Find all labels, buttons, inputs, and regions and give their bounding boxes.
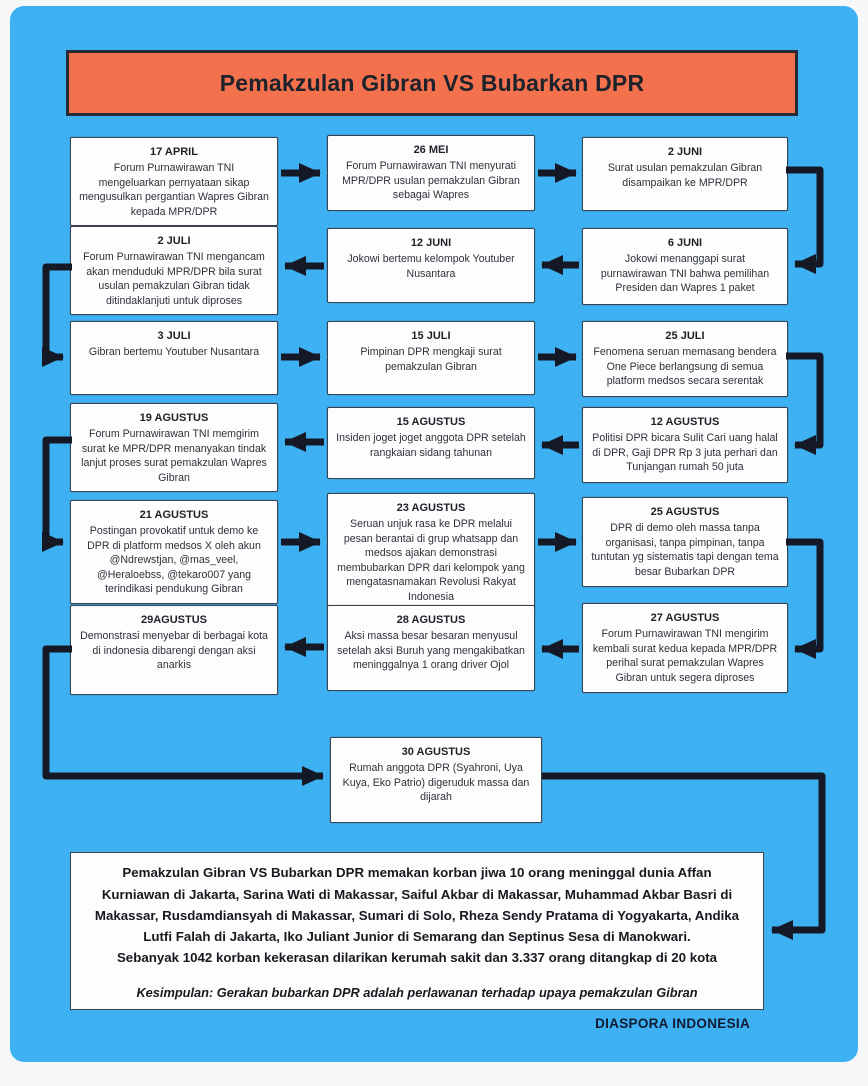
timeline-date: 29AGUSTUS: [140, 614, 208, 626]
flow-arrow: [786, 352, 824, 455]
timeline-text: Postingan provokatif untuk demo ke DPR d…: [87, 525, 261, 596]
timeline-box-6-juni: 6 JUNI Jokowi menanggapi surat purnawira…: [582, 228, 788, 305]
timeline-box-19-agustus: 19 AGUSTUS Forum Purnawirawan TNI memgir…: [70, 403, 278, 493]
timeline-text: Forum Purnawirawan TNI mengirim kembali …: [592, 628, 778, 684]
timeline-box-2-juni: 2 JUNI Surat usulan pemakzulan Gibran di…: [582, 137, 788, 211]
timeline-date: 6 JUNI: [667, 237, 703, 249]
timeline-box-25-juli: 25 JULI Fenomena seruan memasang bendera…: [582, 321, 788, 397]
timeline-box-27-agustus: 27 AGUSTUS Forum Purnawirawan TNI mengir…: [582, 603, 788, 693]
timeline-date: 19 AGUSTUS: [139, 412, 209, 424]
timeline-date: 15 AGUSTUS: [396, 416, 466, 428]
timeline-date: 2 JULI: [157, 235, 191, 247]
flow-arrow: [786, 538, 824, 659]
timeline-date: 26 MEI: [413, 144, 449, 156]
timeline-date: 25 JULI: [665, 330, 705, 342]
flow-arrow: [42, 436, 72, 552]
timeline-box-21-agustus: 21 AGUSTUS Postingan provokatif untuk de…: [70, 500, 278, 605]
timeline-text: Aksi massa besar besaran menyusul setela…: [337, 630, 525, 672]
timeline-box-23-agustus: 23 AGUSTUS Seruan unjuk rasa ke DPR mela…: [327, 493, 535, 612]
timeline-box-2-juli: 2 JULI Forum Purnawirawan TNI mengancam …: [70, 226, 278, 316]
timeline-text: Gibran bertemu Youtuber Nusantara: [88, 346, 260, 358]
timeline-box-25-agustus: 25 AGUSTUS DPR di demo oleh massa tanpa …: [582, 497, 788, 587]
author-credit: DIASPORA INDONESIA: [595, 1016, 750, 1031]
timeline-box-12-agustus: 12 AGUSTUS Politisi DPR bicara Sulit Car…: [582, 407, 788, 483]
timeline-date: 28 AGUSTUS: [396, 614, 466, 626]
timeline-date: 27 AGUSTUS: [650, 612, 720, 624]
summary-statistics: Sebanyak 1042 korban kekerasan dilarikan…: [116, 950, 718, 966]
timeline-box-3-juli: 3 JULI Gibran bertemu Youtuber Nusantara: [70, 321, 278, 395]
timeline-date: 12 JUNI: [410, 237, 452, 249]
timeline-text: Forum Purnawirawan TNI menyurati MPR/DPR…: [342, 160, 520, 202]
timeline-text: Surat usulan pemakzulan Gibran disampaik…: [607, 162, 763, 189]
timeline-text: Rumah anggota DPR (Syahroni, Uya Kuya, E…: [342, 762, 530, 804]
timeline-text: Forum Purnawirawan TNI mengancam akan me…: [83, 251, 265, 307]
timeline-box-28-agustus: 28 AGUSTUS Aksi massa besar besaran meny…: [327, 605, 535, 691]
flow-arrow: [786, 166, 824, 274]
timeline-text: Demonstrasi menyebar di berbagai kota di…: [80, 630, 268, 672]
timeline-date: 2 JUNI: [667, 146, 703, 158]
timeline-text: Pimpinan DPR mengkaji surat pemakzulan G…: [360, 346, 502, 373]
summary-conclusion: Kesimpulan: Gerakan bubarkan DPR adalah …: [136, 984, 698, 1000]
timeline-box-26-mei: 26 MEI Forum Purnawirawan TNI menyurati …: [327, 135, 535, 211]
timeline-box-15-juli: 15 JULI Pimpinan DPR mengkaji surat pema…: [327, 321, 535, 395]
timeline-text: Jokowi bertemu kelompok Youtuber Nusanta…: [347, 253, 515, 280]
timeline-box-29-agustus: 29AGUSTUS Demonstrasi menyebar di berbag…: [70, 605, 278, 695]
flow-arrow: [42, 263, 72, 367]
timeline-text: Forum Purnawirawan TNI mengeluarkan pern…: [79, 162, 269, 218]
timeline-text: DPR di demo oleh massa tanpa organisasi,…: [591, 522, 779, 578]
timeline-date: 25 AGUSTUS: [650, 506, 720, 518]
timeline-box-12-juni: 12 JUNI Jokowi bertemu kelompok Youtuber…: [327, 228, 535, 303]
timeline-box-15-agustus: 15 AGUSTUS Insiden joget joget anggota D…: [327, 407, 535, 479]
timeline-date: 17 APRIL: [150, 146, 198, 158]
summary-casualties: Pemakzulan Gibran VS Bubarkan DPR memaka…: [94, 865, 740, 945]
timeline-text: Seruan unjuk rasa ke DPR melalui pesan b…: [337, 518, 525, 604]
title-banner: Pemakzulan Gibran VS Bubarkan DPR: [66, 50, 798, 116]
timeline-text: Politisi DPR bicara Sulit Cari uang hala…: [592, 432, 778, 474]
summary-box: Pemakzulan Gibran VS Bubarkan DPR memaka…: [70, 852, 764, 1010]
timeline-box-30-agustus: 30 AGUSTUS Rumah anggota DPR (Syahroni, …: [330, 737, 542, 823]
timeline-date: 23 AGUSTUS: [396, 502, 466, 514]
timeline-date: 21 AGUSTUS: [139, 509, 209, 521]
timeline-date: 12 AGUSTUS: [650, 416, 720, 428]
timeline-text: Insiden joget joget anggota DPR setelah …: [336, 432, 526, 459]
page-title: Pemakzulan Gibran VS Bubarkan DPR: [219, 69, 645, 96]
timeline-date: 3 JULI: [157, 330, 191, 342]
timeline-box-17-april: 17 APRIL Forum Purnawirawan TNI mengelua…: [70, 137, 278, 227]
timeline-text: Fenomena seruan memasang bendera One Pie…: [593, 346, 777, 388]
timeline-text: Jokowi menanggapi surat purnawirawan TNI…: [600, 253, 770, 295]
timeline-date: 15 JULI: [411, 330, 451, 342]
timeline-date: 30 AGUSTUS: [401, 746, 471, 758]
timeline-text: Forum Purnawirawan TNI memgirim surat ke…: [81, 428, 267, 484]
